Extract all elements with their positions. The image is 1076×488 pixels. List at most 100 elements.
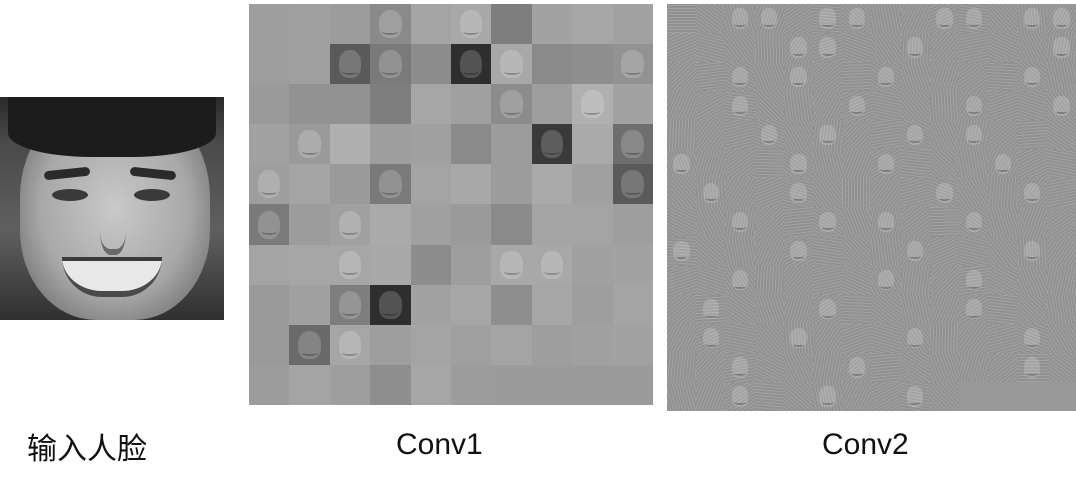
conv2-feature-map <box>783 236 814 266</box>
conv1-feature-map <box>410 164 451 205</box>
conv2-feature-map <box>929 265 960 295</box>
conv2-feature-map <box>842 33 872 63</box>
conv2-feature-map <box>813 352 843 382</box>
conv1-feature-map <box>410 324 451 365</box>
conv1-feature-map <box>249 124 290 165</box>
conv2-feature-map <box>842 149 872 179</box>
conv2-feature-map <box>813 120 843 150</box>
conv2-feature-map <box>1046 91 1076 121</box>
conv2-feature-map <box>929 62 960 92</box>
conv2-feature-map <box>871 323 901 353</box>
conv2-feature-map <box>871 294 901 324</box>
conv2-feature-map <box>754 294 784 324</box>
conv2-feature-map <box>1017 91 1047 121</box>
conv2-feature-map <box>842 236 872 266</box>
conv2-feature-map <box>667 33 697 63</box>
conv2-feature-map <box>725 91 755 121</box>
conv2-feature-map <box>842 294 872 324</box>
conv2-feature-map <box>754 33 784 63</box>
conv1-feature-map <box>612 84 653 125</box>
conv2-feature-map <box>871 120 901 150</box>
conv2-feature-map <box>871 236 901 266</box>
conv2-feature-map <box>1046 149 1076 179</box>
conv2-feature-map <box>754 149 784 179</box>
conv1-feature-map <box>491 204 532 245</box>
conv2-feature-map <box>959 294 989 324</box>
conv2-feature-map <box>871 381 901 411</box>
conv2-feature-map <box>696 352 726 382</box>
conv2-feature-map <box>842 178 872 208</box>
conv1-feature-map <box>531 244 573 285</box>
conv1-feature-map <box>572 284 613 325</box>
conv2-feature-map <box>871 352 901 382</box>
conv1-feature-map <box>531 4 573 45</box>
conv2-feature-map <box>783 323 814 353</box>
conv1-feature-map <box>410 124 451 165</box>
conv1-feature-map <box>451 4 492 45</box>
conv2-feature-map <box>754 265 784 295</box>
conv2-feature-maps <box>667 4 1076 411</box>
conv2-feature-map <box>988 178 1018 208</box>
conv2-feature-map <box>929 178 960 208</box>
conv2-feature-map <box>725 207 755 237</box>
face-nose <box>100 197 126 255</box>
conv1-grid <box>249 4 653 405</box>
conv2-feature-map <box>696 120 726 150</box>
conv1-feature-map <box>289 244 330 285</box>
conv2-feature-map <box>871 33 901 63</box>
conv1-feature-map <box>370 204 411 245</box>
conv1-feature-map <box>329 244 371 285</box>
conv2-feature-map <box>1046 352 1076 382</box>
conv2-feature-map <box>842 265 872 295</box>
conv2-feature-map <box>900 33 930 63</box>
conv1-feature-map <box>289 164 330 205</box>
conv1-feature-map <box>410 204 451 245</box>
conv1-feature-map <box>451 124 492 165</box>
conv2-feature-map <box>900 294 930 324</box>
conv2-feature-map <box>725 149 755 179</box>
conv2-feature-map <box>959 149 989 179</box>
conv2-feature-map <box>871 149 901 179</box>
conv2-feature-map <box>900 236 930 266</box>
conv1-feature-map <box>612 164 653 205</box>
conv2-feature-map <box>1017 62 1047 92</box>
conv2-feature-map <box>754 236 784 266</box>
conv1-feature-map <box>572 204 613 245</box>
conv1-feature-map <box>451 84 492 125</box>
conv2-feature-map <box>813 323 843 353</box>
conv1-feature-map <box>572 124 613 165</box>
conv2-feature-map <box>988 33 1018 63</box>
conv1-feature-map <box>329 124 371 165</box>
conv2-feature-map <box>842 381 872 411</box>
conv2-feature-map <box>667 236 697 266</box>
conv2-feature-map <box>929 4 960 34</box>
conv1-feature-map <box>370 84 411 125</box>
conv2-feature-map <box>988 323 1018 353</box>
face-left-eye <box>52 189 88 201</box>
conv2-feature-map <box>871 178 901 208</box>
conv2-feature-map <box>696 207 726 237</box>
conv2-feature-map <box>988 207 1018 237</box>
conv1-feature-map <box>612 244 653 285</box>
conv2-feature-map <box>725 265 755 295</box>
conv2-feature-map <box>667 352 697 382</box>
conv2-feature-map <box>813 178 843 208</box>
conv1-label: Conv1 <box>396 428 483 461</box>
conv1-feature-map <box>249 244 290 285</box>
conv2-feature-map <box>988 265 1018 295</box>
conv1-feature-map <box>531 124 573 165</box>
conv1-feature-map <box>410 84 451 125</box>
conv2-feature-map <box>959 33 989 63</box>
conv2-feature-map <box>1046 178 1076 208</box>
conv1-feature-map <box>249 44 290 85</box>
conv1-feature-map <box>451 204 492 245</box>
conv1-feature-map <box>531 84 573 125</box>
conv2-feature-map <box>988 4 1018 34</box>
conv2-feature-map <box>871 91 901 121</box>
conv2-feature-map <box>900 265 930 295</box>
conv1-feature-map <box>249 364 290 405</box>
conv2-feature-map <box>842 352 872 382</box>
conv2-feature-map <box>929 381 960 411</box>
input-face-image <box>0 97 224 320</box>
conv1-feature-map <box>572 164 613 205</box>
